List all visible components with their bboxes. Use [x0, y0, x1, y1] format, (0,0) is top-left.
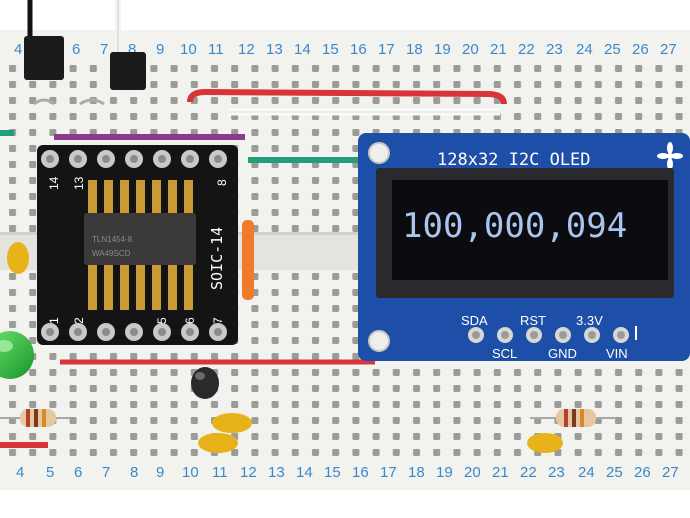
chip-marking: WA49SCD: [92, 249, 131, 258]
column-number: 20: [462, 41, 479, 58]
column-number: 8: [130, 464, 138, 481]
column-number: 27: [662, 464, 679, 481]
column-number: 14: [294, 41, 311, 58]
column-number: 18: [408, 464, 425, 481]
adafruit-flower-icon: [657, 142, 683, 170]
black-sensor: [191, 367, 219, 399]
column-number: 27: [660, 41, 677, 58]
column-number: 24: [578, 464, 595, 481]
column-number: 12: [240, 464, 257, 481]
column-number: 26: [632, 41, 649, 58]
bent-wire: [33, 98, 55, 106]
column-number: 19: [434, 41, 451, 58]
pin-label: 1: [47, 317, 61, 324]
pin-label: 5: [155, 317, 169, 324]
column-number: 12: [238, 41, 255, 58]
column-number: 22: [518, 41, 535, 58]
column-number: 4: [16, 464, 24, 481]
oled-pin-label: VIN: [606, 346, 628, 361]
column-number: 23: [546, 41, 563, 58]
column-number: 15: [324, 464, 341, 481]
header-pins-bottom: [41, 323, 227, 341]
soic-adapter-board: TLN1454-8 WA49SCD 14 13 8 1 2 5 6 7 SOIC…: [37, 145, 238, 345]
top-jumper-white: [110, 0, 146, 90]
column-number: 16: [352, 464, 369, 481]
pin-label: 13: [72, 176, 86, 190]
column-number: 11: [212, 464, 228, 481]
column-number: 25: [606, 464, 623, 481]
column-number: 16: [350, 41, 367, 58]
column-number: 9: [156, 464, 164, 481]
column-number: 5: [46, 464, 54, 481]
column-number: 21: [492, 464, 509, 481]
oled-module: 128x32 I2C OLED 100,000,094 SDA RST 3.3V…: [358, 133, 690, 361]
resistor-right: [530, 409, 616, 427]
column-number: 7: [100, 41, 108, 58]
top-jumper-black: [24, 0, 64, 80]
yellow-capacitor: [7, 242, 29, 274]
bottom-column-numbers: 4 5 6 7 8 9 10 11 12 13 14 15 16 17 18 1…: [16, 464, 679, 481]
column-number: 10: [182, 464, 199, 481]
column-number: 9: [156, 41, 164, 58]
mount-hole: [368, 330, 390, 352]
oled-pin-pads: [468, 327, 629, 343]
oled-pin-label: SDA: [461, 313, 488, 328]
column-number: 23: [548, 464, 565, 481]
column-number: 24: [576, 41, 593, 58]
resistor-left: [0, 409, 70, 427]
column-number: 15: [322, 41, 339, 58]
oled-pin-label: 3.3V: [576, 313, 603, 328]
column-number: 25: [604, 41, 621, 58]
column-number: 19: [436, 464, 453, 481]
column-number: 13: [266, 41, 283, 58]
pin-label: 14: [47, 176, 61, 190]
pin-label: 7: [211, 317, 225, 324]
column-number: 18: [406, 41, 423, 58]
column-number: 6: [74, 464, 82, 481]
column-number: 14: [296, 464, 313, 481]
column-number: 11: [208, 41, 224, 58]
oled-pin-label: GND: [548, 346, 577, 361]
oled-display-value: 100,000,094: [402, 206, 627, 246]
header-pins-top: [41, 150, 227, 168]
soic-chip: [84, 213, 196, 265]
column-number: 7: [102, 464, 110, 481]
column-number: 26: [634, 464, 651, 481]
red-wire: [187, 88, 507, 105]
yellow-capacitor: [212, 413, 252, 433]
oled-pin-label: RST: [520, 313, 546, 328]
oled-title: 128x32 I2C OLED: [437, 150, 591, 170]
column-number: 10: [180, 41, 197, 58]
column-number: 20: [464, 464, 481, 481]
chip-marking: TLN1454-8: [92, 235, 133, 244]
yellow-capacitor: [198, 433, 238, 453]
column-number: 17: [378, 41, 395, 58]
bent-wire: [79, 98, 105, 106]
column-number: 17: [380, 464, 397, 481]
soic-label: SOIC-14: [208, 227, 226, 290]
mount-hole: [368, 142, 390, 164]
oled-screen: [392, 180, 668, 280]
pin-label: 6: [183, 317, 197, 324]
column-number: 8: [128, 41, 136, 58]
column-number: 21: [490, 41, 507, 58]
column-number: 13: [268, 464, 285, 481]
pin-label: 2: [72, 317, 86, 324]
green-led: [0, 331, 34, 379]
pin-label: 8: [215, 179, 229, 186]
yellow-capacitor: [527, 433, 563, 453]
column-number: 22: [520, 464, 537, 481]
oled-pin-label: SCL: [492, 346, 517, 361]
orange-wire: [242, 220, 254, 300]
column-number: 4: [14, 41, 22, 58]
column-number: 6: [72, 41, 80, 58]
